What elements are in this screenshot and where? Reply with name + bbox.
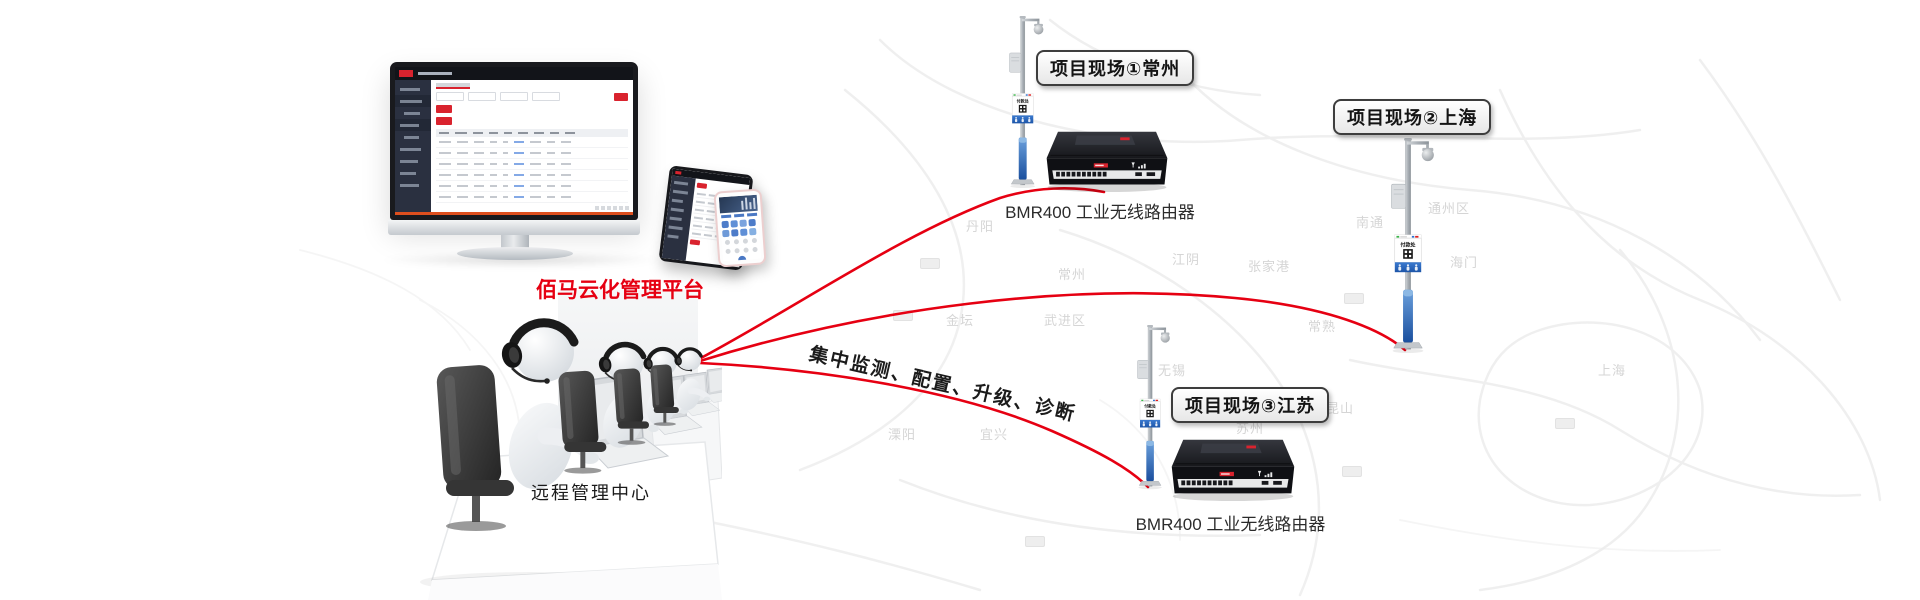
desk-front <box>428 564 722 600</box>
monitor <box>390 62 638 220</box>
dashboard-sidebar <box>395 80 431 212</box>
monitor-screen <box>395 67 633 215</box>
monitor-stand-neck <box>501 235 529 249</box>
map-label: 武进区 <box>1044 313 1087 328</box>
map-label: 上海 <box>1598 363 1627 378</box>
phone-home-button <box>737 255 747 262</box>
phone-screen <box>718 194 762 262</box>
road-sign-chip <box>893 310 913 321</box>
map-label: 南通 <box>1356 215 1385 230</box>
map-label: 常州 <box>1058 267 1087 282</box>
router-site-3 <box>1166 434 1300 503</box>
phone-banner <box>718 194 758 214</box>
map-label: 海门 <box>1450 255 1479 270</box>
dashboard-pagination <box>595 206 629 210</box>
map-label: 宜兴 <box>980 427 1009 442</box>
pole-site-2 <box>1386 138 1452 358</box>
road-sign-chip <box>1344 293 1364 304</box>
road-sign-chip <box>1342 466 1362 477</box>
router-label: BMR400 工业无线路由器 <box>1005 203 1195 222</box>
dashboard-topbar <box>395 67 633 80</box>
dashboard-tab <box>436 83 470 89</box>
road-sign-chip <box>1555 418 1575 429</box>
monitor-chin <box>388 220 640 235</box>
remote-center-label: 远程管理中心 <box>531 483 651 503</box>
tablet-app-logo <box>675 170 682 175</box>
dashboard-search-button <box>614 92 628 101</box>
map-label: 张家港 <box>1248 259 1291 274</box>
map-label: 丹阳 <box>966 219 995 234</box>
dashboard-filters <box>436 92 628 101</box>
phone <box>713 188 767 268</box>
site-label-changzhou: 项目现场①常州 <box>1036 50 1195 86</box>
router-site-1 <box>1041 126 1173 194</box>
operators-illustration <box>420 282 722 600</box>
dashboard-button <box>436 105 452 113</box>
road-sign-chip <box>1025 536 1045 547</box>
map-label: 常熟 <box>1308 319 1337 334</box>
router-label: BMR400 工业无线路由器 <box>1135 515 1326 534</box>
dashboard-main <box>431 80 633 212</box>
monitor-shadow <box>378 252 664 268</box>
site-label-shanghai: 项目现场②上海 <box>1333 99 1492 135</box>
dashboard-button <box>436 117 452 125</box>
monitor-stand-base <box>457 247 573 260</box>
platform-title: 佰马云化管理平台 <box>536 279 704 302</box>
map-label: 苏州 <box>1236 421 1265 436</box>
map-label: 江阴 <box>1172 252 1201 267</box>
map-label: 溧阳 <box>888 427 917 442</box>
dashboard-logo <box>399 70 413 77</box>
phone-icon-row <box>722 244 761 256</box>
road-sign-chip <box>920 258 940 269</box>
dashboard-title-bar <box>418 72 452 75</box>
map-label: 通州区 <box>1428 201 1471 216</box>
map-label: 金坛 <box>946 313 975 328</box>
map-label: 昆山 <box>1326 401 1355 416</box>
tablet-button <box>689 239 701 246</box>
site-label-jiangsu: 项目现场③江苏 <box>1171 387 1330 423</box>
tablet-button <box>696 182 708 189</box>
map-label: 无锡 <box>1158 363 1187 378</box>
dashboard-table <box>436 129 628 203</box>
